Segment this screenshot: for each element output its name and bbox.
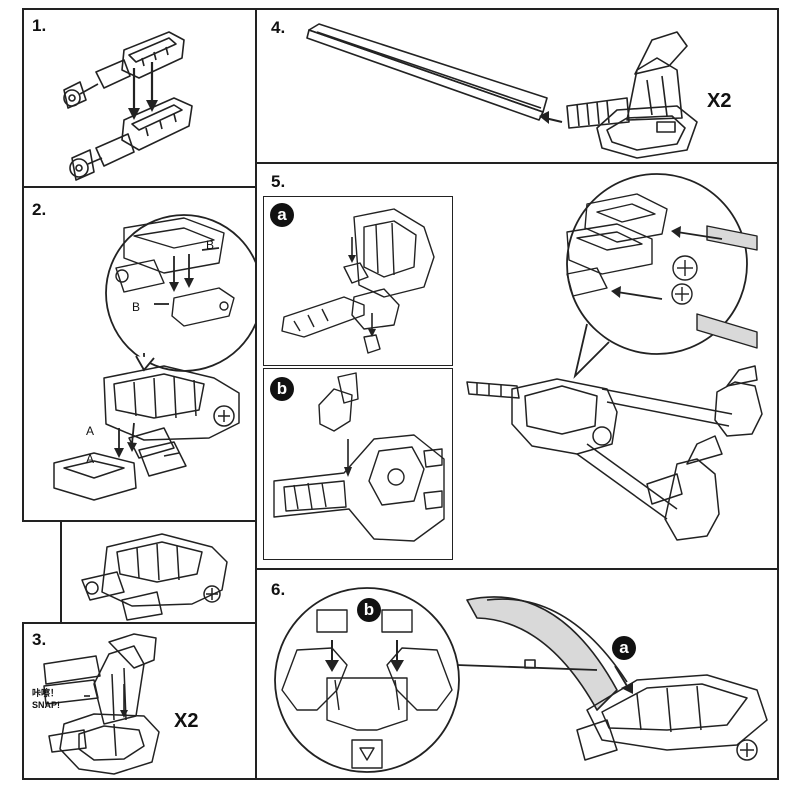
step-5b-badge: b bbox=[270, 377, 294, 401]
snap-arrows bbox=[84, 684, 128, 718]
step-4-panel: 4. bbox=[255, 8, 779, 164]
step-5b-illustration bbox=[273, 372, 445, 542]
detail-arrows bbox=[154, 247, 220, 305]
step-4-illustration bbox=[306, 23, 698, 159]
assembly-arrows bbox=[114, 422, 137, 458]
step-5a-badge: a bbox=[270, 203, 294, 227]
snap-text-english: SNAP! bbox=[32, 700, 61, 710]
step-1-panel: 1. bbox=[22, 8, 257, 188]
step-6b-badge: b bbox=[357, 598, 381, 622]
step-5b-subpanel: b bbox=[263, 368, 453, 560]
step-5-number: 5. bbox=[271, 172, 286, 191]
step-2-result-illustration bbox=[81, 533, 228, 621]
track-piece bbox=[306, 23, 548, 121]
label-a-lower: A bbox=[86, 452, 95, 466]
assembly-arrows bbox=[348, 237, 376, 337]
step-6-number: 6. bbox=[271, 580, 286, 599]
step-2-illustration bbox=[53, 214, 255, 501]
step-3-panel: 3. 咔嚓！ SNAP! X2 bbox=[22, 622, 257, 780]
step-3-quantity: X2 bbox=[174, 710, 199, 732]
step-3-number: 3. bbox=[32, 630, 47, 649]
step-5a-illustration bbox=[281, 208, 435, 354]
insert-arrows bbox=[611, 226, 723, 300]
step-1-illustration bbox=[63, 31, 193, 181]
step-6a-badge: a bbox=[612, 636, 636, 660]
detail-zoom-circle bbox=[105, 214, 255, 372]
step-1-number: 1. bbox=[32, 16, 47, 35]
detail-zoom-circle bbox=[274, 587, 598, 773]
assembly-arrows bbox=[128, 62, 158, 120]
snap-text-chinese: 咔嚓！ bbox=[32, 688, 60, 698]
step-4-number: 4. bbox=[271, 18, 286, 37]
step-2-panel: 2. bbox=[22, 186, 257, 522]
step-6-illustration bbox=[274, 587, 768, 773]
step-5a-subpanel: a bbox=[263, 196, 453, 366]
assembly-arrow bbox=[344, 439, 352, 477]
launcher-stand bbox=[566, 31, 698, 159]
step-5-panel: 5. bbox=[255, 162, 779, 570]
insert-arrow bbox=[614, 665, 633, 694]
label-b-lower: B bbox=[132, 300, 141, 314]
snap-arrows bbox=[325, 640, 404, 672]
label-b-upper: B bbox=[206, 238, 215, 252]
step-4-quantity: X2 bbox=[707, 90, 732, 112]
label-a-upper: A bbox=[86, 424, 95, 438]
step-3-illustration bbox=[43, 633, 160, 775]
step-2-result-panel bbox=[60, 520, 257, 624]
launcher-assembly bbox=[466, 365, 763, 541]
launcher-stand bbox=[43, 633, 160, 775]
curved-track bbox=[466, 596, 628, 711]
step-6-panel: 6. bbox=[255, 568, 779, 780]
launcher-upper-part bbox=[63, 31, 185, 109]
launcher-assembly bbox=[576, 674, 768, 761]
launcher-lower-part bbox=[69, 97, 193, 181]
step-2-number: 2. bbox=[32, 200, 47, 219]
detail-zoom-circle bbox=[566, 173, 748, 379]
launcher-assembly bbox=[53, 365, 240, 501]
step-5-illustration bbox=[466, 173, 763, 541]
insert-arrow bbox=[539, 111, 563, 124]
